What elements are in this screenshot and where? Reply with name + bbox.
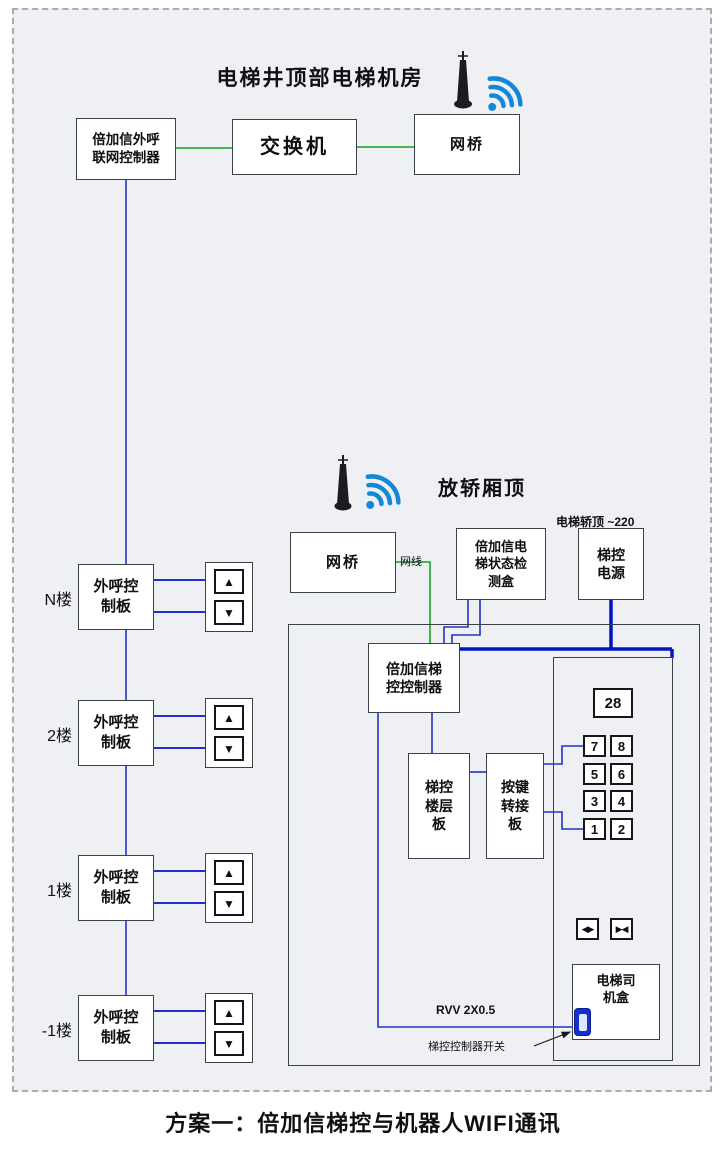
floor-display: 28: [593, 688, 633, 718]
key-adapter-board-box: 按键 转接 板: [486, 753, 544, 859]
floor-board-box: 梯控 楼层 板: [408, 753, 470, 859]
down-button-icon: ▼: [214, 736, 244, 761]
network-bridge-box: 网桥: [290, 532, 396, 593]
down-button-icon: ▼: [214, 891, 244, 916]
car-key-6: 6: [610, 763, 633, 785]
elevator-controller-box: 倍加信梯 控控制器: [368, 643, 460, 713]
hall-button-panel-2: ▲ ▼: [205, 698, 253, 768]
floor-label-2: 2楼: [47, 728, 72, 745]
car-key-2: 2: [610, 818, 633, 840]
hall-button-panel-minus1: ▲ ▼: [205, 993, 253, 1063]
hall-button-panel-n: ▲ ▼: [205, 562, 253, 632]
door-open-button-icon: ◀▶: [576, 918, 599, 940]
floor-label-minus1: -1楼: [41, 1023, 72, 1040]
car-key-8: 8: [610, 735, 633, 757]
door-close-button-icon: ▶◀: [610, 918, 633, 940]
car-top-enclosure: [288, 624, 700, 1066]
network-bridge-box: 网桥: [414, 114, 520, 175]
car-power-note: 电梯轿顶 ~220: [556, 515, 635, 529]
switch-box: 交换机: [232, 119, 357, 175]
elevator-control-power-box: 梯控 电源: [578, 528, 644, 600]
up-button-icon: ▲: [214, 569, 244, 594]
controller-switch-button: [574, 1008, 591, 1036]
up-button-icon: ▲: [214, 1000, 244, 1025]
controller-switch-button-face: [579, 1014, 587, 1031]
car-key-7: 7: [583, 735, 606, 757]
machine-room-title: 电梯井顶部电梯机房: [216, 67, 424, 90]
car-key-5: 5: [583, 763, 606, 785]
elevator-status-detector-box: 倍加信电 梯状态检 测盒: [456, 528, 546, 600]
up-button-icon: ▲: [214, 705, 244, 730]
down-button-icon: ▼: [214, 1031, 244, 1056]
rvv-cable-label: RVV 2X0.5: [436, 1003, 496, 1017]
hall-call-board-1: 外呼控 制板: [78, 855, 154, 921]
hall-call-board-n: 外呼控 制板: [78, 564, 154, 630]
hall-call-board-2: 外呼控 制板: [78, 700, 154, 766]
car-top-title: 放轿厢顶: [438, 478, 526, 500]
down-button-icon: ▼: [214, 600, 244, 625]
diagram-caption: 方案一：倍加信梯控与机器人WIFI通讯: [165, 1111, 561, 1136]
car-key-3: 3: [583, 790, 606, 812]
net-cable-label: 网线: [400, 556, 422, 568]
car-key-4: 4: [610, 790, 633, 812]
hall-call-board-minus1: 外呼控 制板: [78, 995, 154, 1061]
controller-switch-label: 梯控控制器开关: [428, 1041, 505, 1053]
outcall-network-controller-box: 倍加信外呼 联网控制器: [76, 118, 176, 180]
car-key-1: 1: [583, 818, 606, 840]
hall-button-panel-1: ▲ ▼: [205, 853, 253, 923]
floor-label-n: N楼: [44, 592, 72, 609]
floor-label-1: 1楼: [47, 883, 72, 900]
up-button-icon: ▲: [214, 860, 244, 885]
